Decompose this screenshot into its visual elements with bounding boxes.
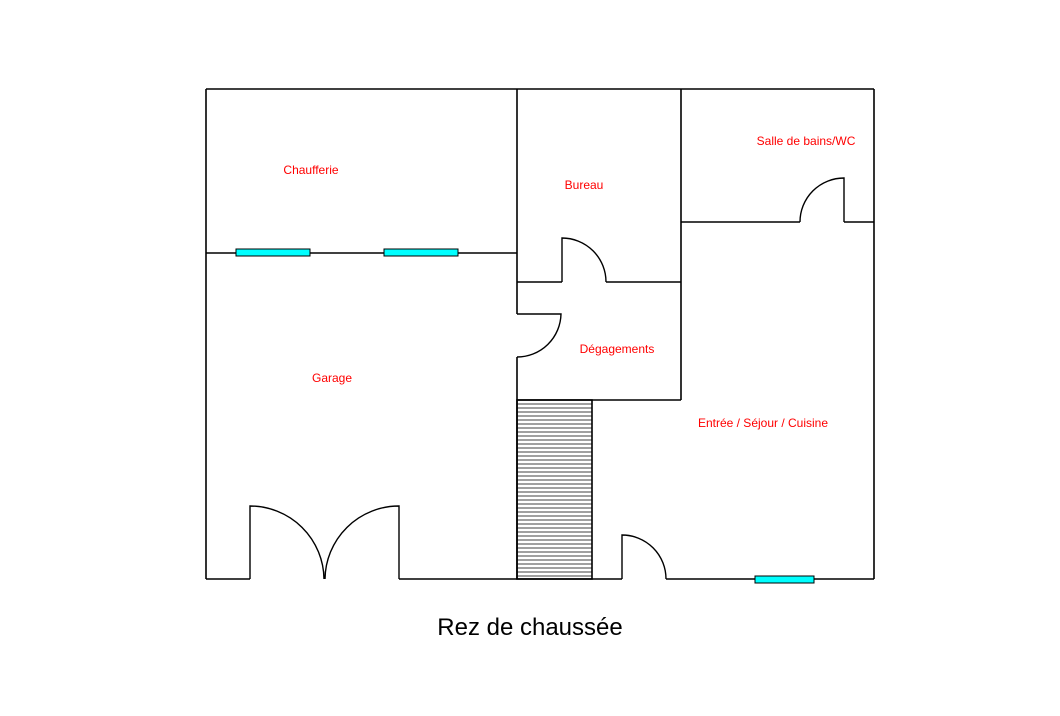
label-garage: Garage — [312, 371, 352, 385]
doors — [249, 177, 845, 580]
door-bureau — [561, 237, 607, 283]
window-chaufferie-right — [383, 248, 459, 257]
staircase-steps — [517, 403, 592, 577]
window-chaufferie-left — [235, 248, 311, 257]
door-garage-left-leaf — [249, 505, 325, 580]
staircase — [516, 399, 593, 580]
label-entree-sejour-cuisine: Entrée / Séjour / Cuisine — [698, 416, 828, 430]
label-degagements: Dégagements — [580, 342, 655, 356]
window-sejour — [754, 575, 815, 584]
door-degagements-west — [516, 313, 562, 358]
staircase-outline — [516, 399, 593, 580]
label-salle-de-bains: Salle de bains/WC — [757, 134, 856, 148]
door-garage-right-leaf — [324, 505, 400, 580]
label-bureau: Bureau — [565, 178, 604, 192]
windows — [235, 248, 815, 584]
door-bathroom — [799, 177, 845, 223]
door-entrance — [621, 534, 667, 580]
plan-title: Rez de chaussée — [437, 614, 623, 641]
label-chaufferie: Chaufferie — [283, 163, 338, 177]
room-labels: Chaufferie Bureau Salle de bains/WC Déga… — [283, 134, 855, 430]
